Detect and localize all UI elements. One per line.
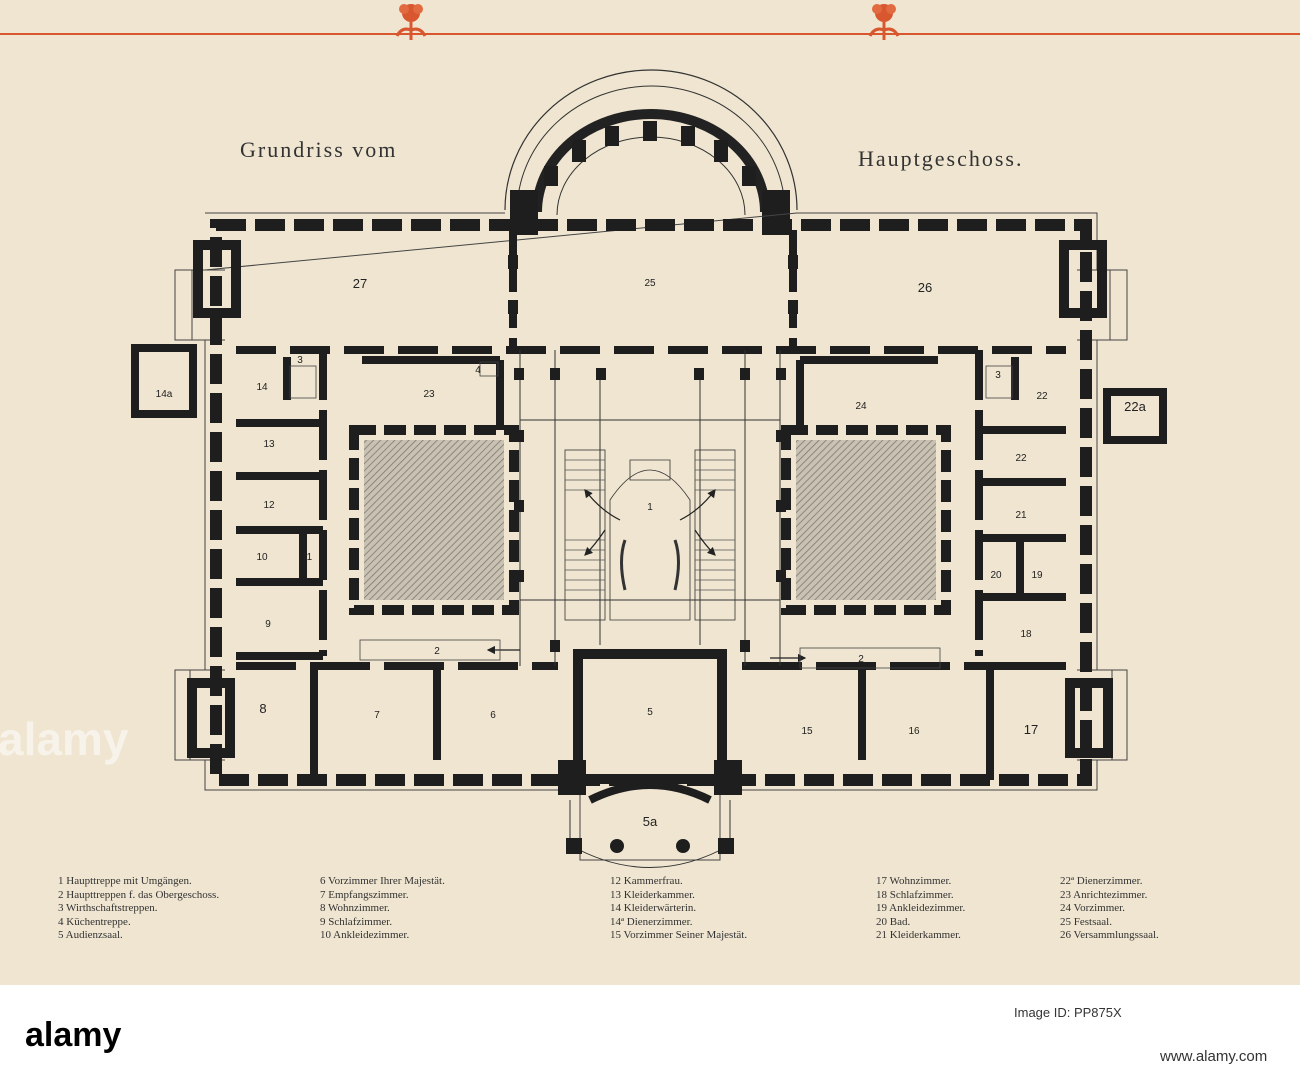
- room-label: 5a: [643, 814, 658, 829]
- room-label: 9: [265, 619, 271, 630]
- room-label: 26: [918, 280, 932, 295]
- arrow-icon: [486, 489, 807, 663]
- legend-entry: 12 Kammerfrau.: [610, 875, 683, 887]
- room-label: 18: [1020, 629, 1032, 640]
- legend-entry: 8 Wohnzimmer.: [320, 902, 390, 914]
- room-label: 13: [263, 439, 275, 450]
- legend-entry: 26 Versammlungssaal.: [1060, 929, 1159, 941]
- legend-entry: 21 Kleiderkammer.: [876, 929, 961, 941]
- room-label: 23: [423, 389, 435, 400]
- room-label: 27: [353, 276, 367, 291]
- main-stair: [564, 449, 736, 621]
- side-stairs: [289, 361, 1013, 669]
- courtyards: [349, 425, 951, 615]
- room-label: 25: [644, 278, 656, 289]
- room-label: 20: [990, 570, 1002, 581]
- room-label: 7: [374, 710, 380, 721]
- legend-entry: 7 Empfangszimmer.: [320, 888, 409, 901]
- banner-url[interactable]: www.alamy.com: [1160, 1048, 1268, 1065]
- legend-column-1: 1 Haupttreppe mit Umgängen.2 Haupttreppe…: [58, 875, 219, 943]
- stock-banner: [0, 985, 1300, 1071]
- room-label: 6: [490, 710, 496, 721]
- legend-entry: 9 Schlafzimmer.: [320, 915, 393, 928]
- room-label: 21: [1015, 510, 1027, 521]
- room-label: 16: [908, 726, 920, 737]
- watermark: alamy: [0, 713, 129, 765]
- legend-entry: 13 Kleiderkammer.: [610, 888, 695, 901]
- room-label: 19: [1031, 570, 1043, 581]
- plan-title-right: Hauptgeschoss.: [858, 146, 1024, 171]
- room-label: 17: [1024, 722, 1038, 737]
- room-label: 8: [259, 701, 266, 716]
- plate: Grundriss vom Hauptgeschoss.: [0, 4, 1300, 985]
- portico: [566, 800, 734, 868]
- legend-column-5: 22ª Dienerzimmer.23 Anrichtezimmer.24 Vo…: [1060, 875, 1159, 943]
- outline: [174, 212, 1128, 861]
- legend-entry: 25 Festsaal.: [1060, 915, 1112, 928]
- decorative-rule: [0, 33, 1300, 35]
- room-label: 4: [475, 365, 481, 376]
- legend-entry: 1 Haupttreppe mit Umgängen.: [58, 875, 192, 887]
- legend-column-4: 17 Wohnzimmer.18 Schlafzimmer.19 Ankleid…: [876, 875, 965, 943]
- room-label: 3: [995, 370, 1001, 381]
- legend-entry: 15 Vorzimmer Seiner Majestät.: [610, 929, 748, 941]
- legend-entry: 5 Audienzsaal.: [58, 929, 123, 941]
- rose-ornament-icon: [395, 4, 427, 40]
- interior-walls: [236, 230, 1066, 780]
- legend-entry: 6 Vorzimmer Ihrer Majestät.: [320, 875, 445, 887]
- legend-entry: 19 Ankleidezimmer.: [876, 902, 966, 914]
- legend-entry: 22ª Dienerzimmer.: [1060, 875, 1143, 887]
- legend-entry: 3 Wirthschaftstreppen.: [58, 902, 158, 914]
- room-label: 24: [855, 401, 867, 412]
- room-label: 2: [434, 646, 440, 657]
- room-label: 3: [297, 355, 303, 366]
- legend-entry: 18 Schlafzimmer.: [876, 888, 954, 901]
- legend-entry: 10 Ankleidezimmer.: [320, 929, 410, 941]
- legend-entry: 24 Vorzimmer.: [1060, 902, 1125, 914]
- legend-column-3: 12 Kammerfrau.13 Kleiderkammer.14 Kleide…: [610, 875, 747, 943]
- plan-title-left: Grundriss vom: [240, 137, 398, 162]
- room-label: 15: [801, 726, 813, 737]
- legend-entry: 23 Anrichtezimmer.: [1060, 888, 1148, 901]
- piers: [508, 255, 798, 652]
- legend-entry: 4 Küchentreppe.: [58, 915, 131, 928]
- corner-pavilions: [187, 240, 1113, 758]
- room-label: 10: [256, 552, 268, 563]
- room-label: 1: [647, 502, 653, 513]
- audience-hall: [558, 649, 742, 804]
- room-label: 14: [256, 382, 268, 393]
- rose-ornament-icon: [868, 4, 900, 40]
- legend-entry: 2 Haupttreppen f. das Obergeschoss.: [58, 888, 220, 901]
- room-labels: 1 2 2 3 3 4 5 5a 6 7 8 9 10 11 12 13 14 …: [156, 276, 1147, 829]
- banner-logo[interactable]: alamy: [25, 1016, 122, 1054]
- legend-entry: 20 Bad.: [876, 915, 911, 928]
- room-label: 5: [647, 707, 653, 718]
- legend-entry: 14 Kleiderwärterin.: [610, 902, 697, 914]
- floor-plan: 1 2 2 3 3 4 5 5a 6 7 8 9 10 11 12 13 14 …: [131, 69, 1167, 868]
- room-label: 22a: [1124, 399, 1146, 414]
- legend-entry: 14ª Dienerzimmer.: [610, 915, 693, 928]
- apse: [504, 69, 798, 235]
- legend-entry: 17 Wohnzimmer.: [876, 875, 952, 887]
- side-annexes: [131, 344, 1167, 444]
- room-label: 2: [858, 654, 864, 665]
- room-label: 12: [263, 500, 275, 511]
- legend: 1 Haupttreppe mit Umgängen.2 Haupttreppe…: [58, 875, 1258, 985]
- room-label: 22: [1036, 391, 1048, 402]
- room-label: 22: [1015, 453, 1027, 464]
- image-id: Image ID: PP875X: [1014, 1005, 1122, 1020]
- legend-column-2: 6 Vorzimmer Ihrer Majestät.7 Empfangszim…: [320, 875, 445, 943]
- room-label: 14a: [156, 389, 173, 400]
- room-label: 11: [302, 552, 313, 563]
